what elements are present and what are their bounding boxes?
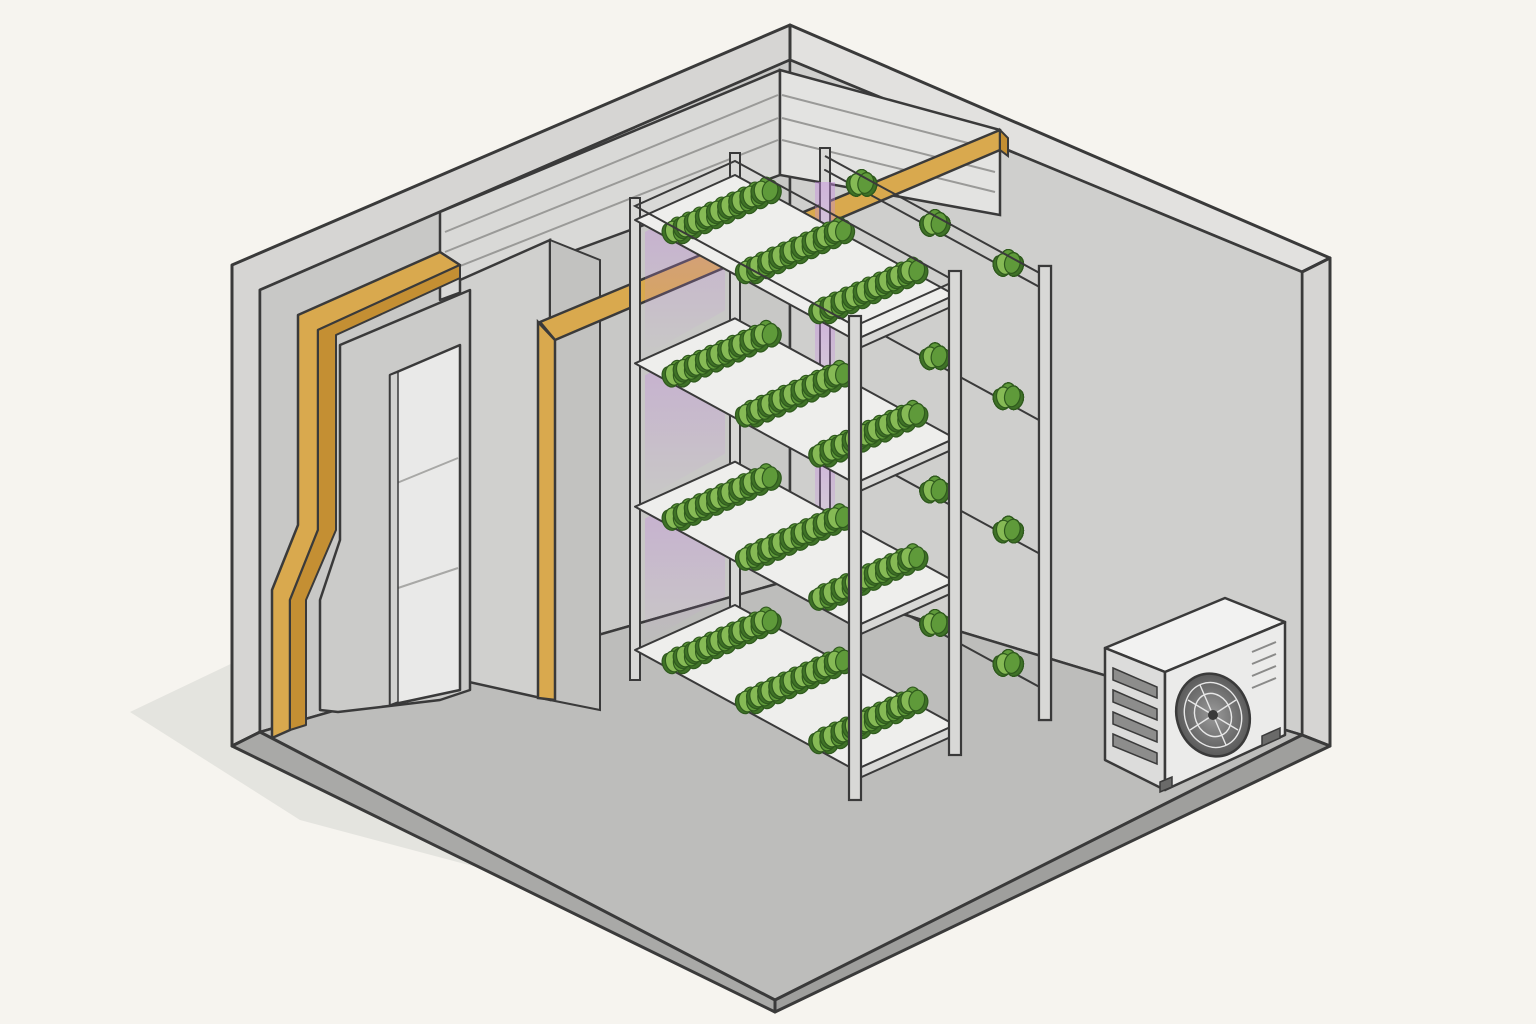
plant [823,359,856,388]
walk-in-door [388,343,462,707]
plant [750,463,782,491]
rack-top-frame [632,159,958,328]
ac-side-vents [1112,666,1158,766]
rack-post [629,197,641,681]
ceiling-duct [438,68,1002,712]
plant [992,382,1025,411]
plant [750,319,782,348]
shelf-tray [824,169,1046,291]
rack-top-frame [824,155,1046,277]
right-wall-edge [1300,256,1332,748]
plant [897,399,929,428]
front-grow-rack [629,152,963,802]
grow-racks [629,147,1053,802]
rack-post [1037,264,1053,722]
plant [823,503,856,531]
plant [992,515,1025,544]
plant [992,648,1025,677]
plant [897,543,929,571]
plant [897,256,929,285]
rack-post [847,314,863,802]
plant [750,606,782,635]
ac-condenser-unit [1103,596,1287,794]
plant [897,686,929,715]
plant [919,608,951,637]
plant [919,475,951,504]
plant [823,216,856,245]
rack-post [947,269,963,757]
floor-edge-right [773,733,1332,1014]
